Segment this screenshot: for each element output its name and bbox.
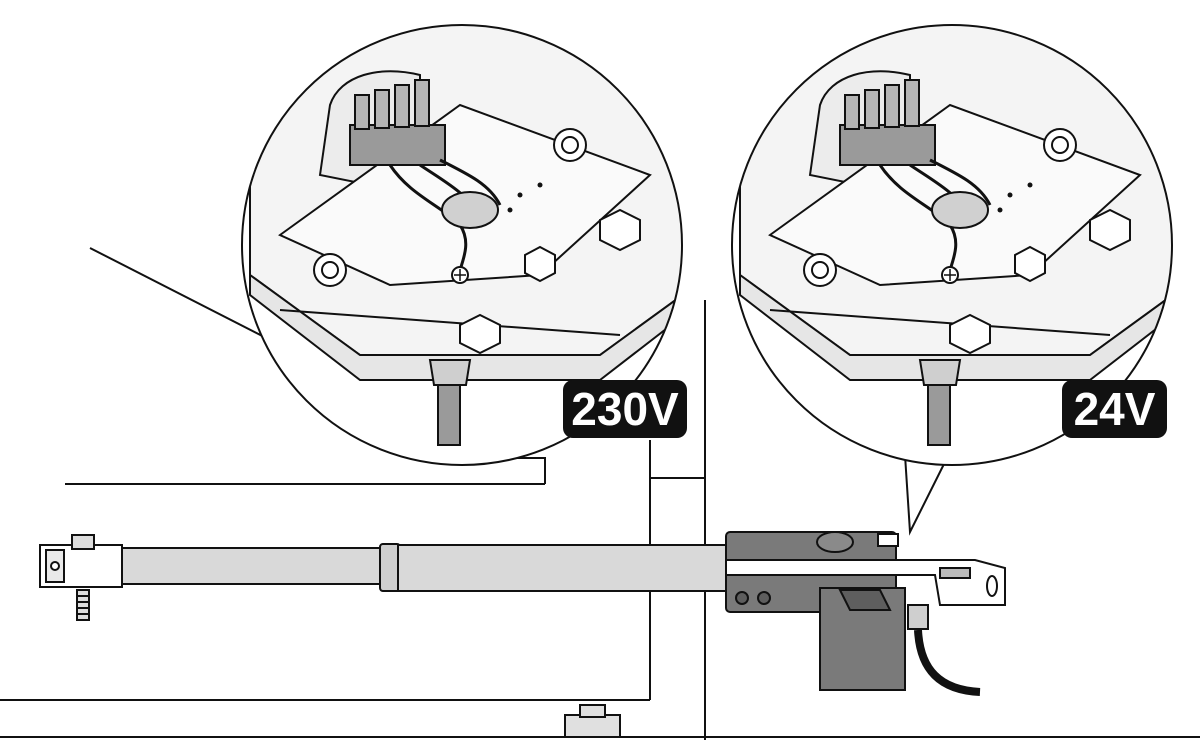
motor-unit <box>725 531 1006 696</box>
actuator-arm <box>39 534 731 621</box>
voltage-label-24v: 24V <box>1062 380 1167 438</box>
post-foot <box>564 704 621 738</box>
detail-view-230v <box>241 24 683 466</box>
gate-frame <box>0 247 1200 740</box>
voltage-label-230v: 230V <box>563 380 687 438</box>
detail-view-24v <box>731 24 1173 536</box>
